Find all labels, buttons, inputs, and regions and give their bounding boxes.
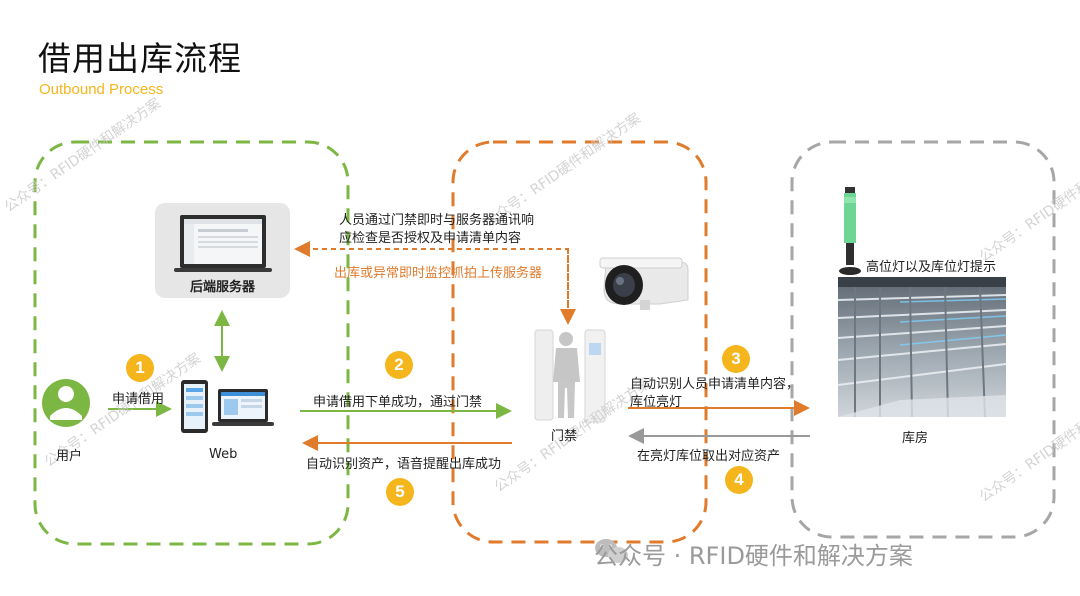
order-success-label: 申请借用下单成功，通过门禁: [313, 395, 483, 410]
web-devices-icon: [181, 380, 274, 433]
warehouse-label: 库房: [902, 431, 929, 446]
monitor-upload-label: 出库或异常即时监控抓拍上传服务器: [334, 266, 543, 281]
user-icon: [42, 379, 90, 427]
gate-notify-line1: 人员通过门禁即时与服务器通讯响: [339, 213, 535, 228]
wechat-icon: [595, 539, 628, 563]
gate-icon: [534, 329, 606, 423]
light-hint-label: 高位灯以及库位灯提示: [866, 260, 997, 275]
auto-identify-list-line1: 自动识别人员申请清单内容，: [630, 377, 800, 392]
step-badge-2: 2: [385, 351, 413, 379]
camera-icon: [599, 257, 689, 310]
region-user-side: [33, 140, 350, 546]
step-badge-3: 3: [722, 345, 750, 373]
region-warehouse: [790, 140, 1056, 539]
warehouse-photo: [837, 277, 1007, 418]
step-badge-4: 4: [725, 466, 753, 494]
take-assets-label: 在亮灯库位取出对应资产: [637, 449, 781, 464]
footer-watermark: 公众号 · RFID硬件和解决方案: [594, 542, 913, 570]
auto-identify-assets-label: 自动识别资产，语音提醒出库成功: [306, 457, 502, 472]
step-badge-5: 5: [386, 478, 414, 506]
user-label: 用户: [56, 449, 83, 464]
web-label: Web: [209, 447, 238, 462]
tower-light-icon: [839, 187, 861, 275]
step-badge-1: 1: [126, 354, 154, 382]
server-label: 后端服务器: [189, 280, 255, 295]
region-gate: [451, 140, 708, 544]
apply-label: 申请借用: [112, 392, 165, 407]
gate-label: 门禁: [551, 429, 578, 444]
page-subtitle: Outbound Process: [39, 81, 164, 98]
page-title: 借用出库流程: [38, 39, 242, 78]
gate-notify-line2: 应检查是否授权及申请清单内容: [339, 231, 522, 246]
auto-identify-list-line2: 库位亮灯: [630, 395, 683, 410]
server-laptop-icon: [155, 203, 290, 298]
